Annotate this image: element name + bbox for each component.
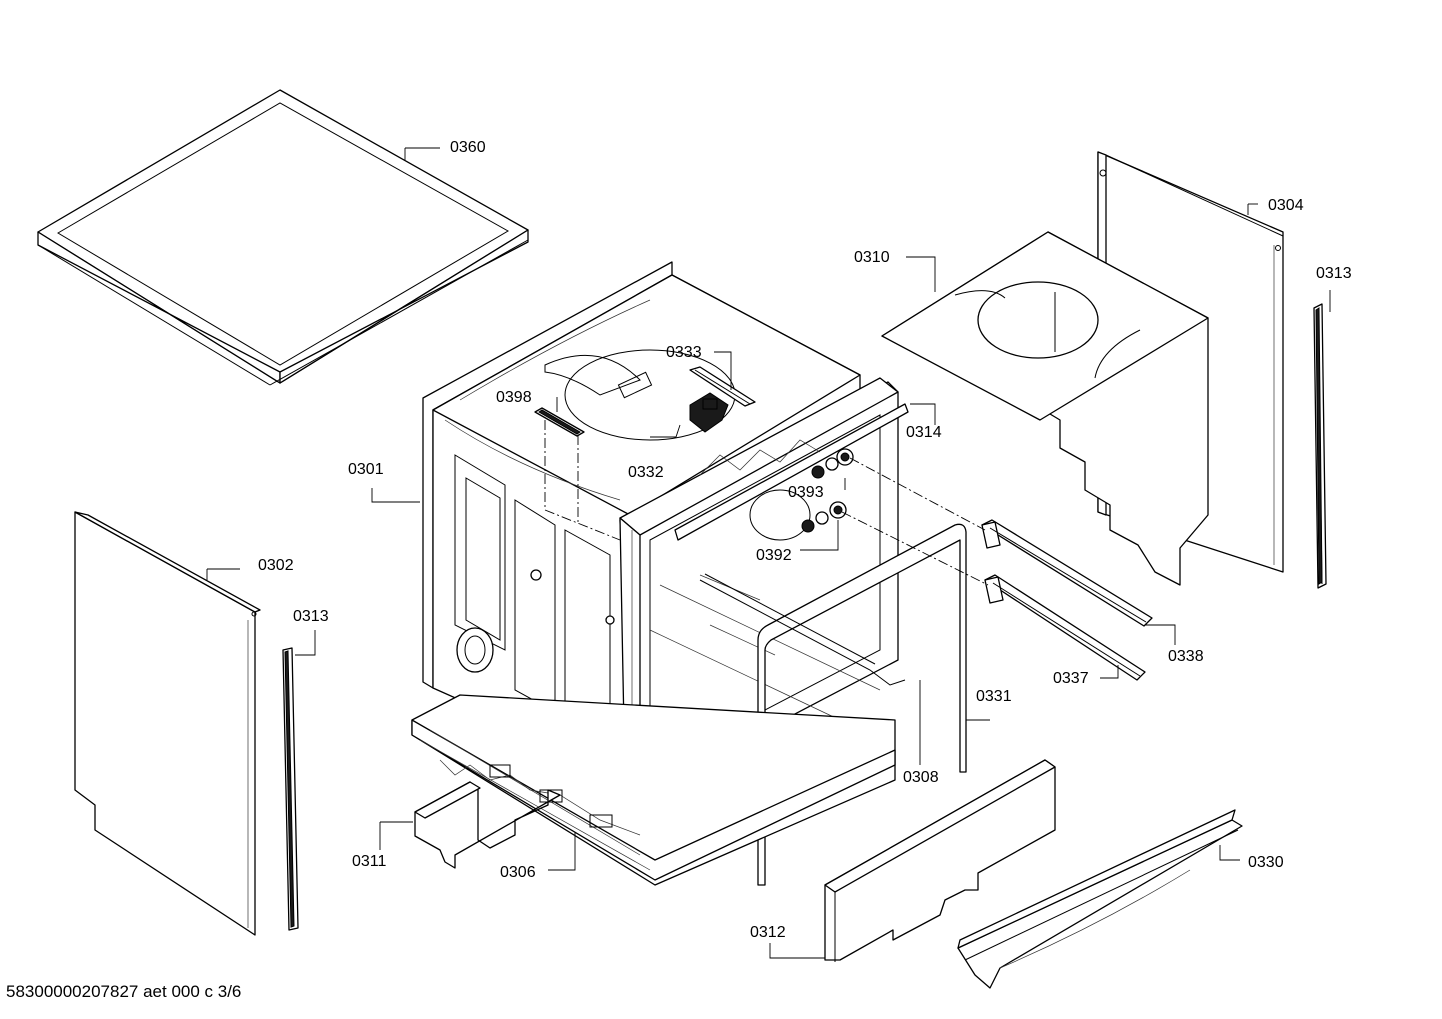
label-0360: 0360 xyxy=(450,139,486,156)
part-0330-kickplate xyxy=(957,809,1243,989)
label-0331: 0331 xyxy=(976,688,1012,705)
assembly-guide-lines xyxy=(544,420,989,586)
label-0333: 0333 xyxy=(666,344,702,361)
part-0393-fittings xyxy=(811,448,854,479)
label-0313-right: 0313 xyxy=(1316,265,1352,282)
label-0306: 0306 xyxy=(500,864,536,881)
part-0313-seal-left xyxy=(282,647,299,931)
part-0333-hinge-bracket xyxy=(689,366,756,407)
part-0310-insulation-mat xyxy=(881,231,1209,586)
part-0337-rail xyxy=(984,574,1146,681)
label-0302: 0302 xyxy=(258,557,294,574)
leader-lines xyxy=(206,147,1331,959)
part-0311-insulation-block xyxy=(414,781,561,869)
part-0332-lock xyxy=(689,392,729,433)
label-0338: 0338 xyxy=(1168,648,1204,665)
label-0332: 0332 xyxy=(628,464,664,481)
label-0308: 0308 xyxy=(903,769,939,786)
label-0398: 0398 xyxy=(496,389,532,406)
label-0337: 0337 xyxy=(1053,670,1089,687)
part-labels: 0360 0304 0313 0310 0333 0398 0314 0332 … xyxy=(258,139,1352,941)
label-0393: 0393 xyxy=(788,484,824,501)
part-0338-rail xyxy=(981,519,1153,627)
part-0398-handle-strip xyxy=(534,407,585,437)
part-0308-cable xyxy=(699,573,906,686)
part-0312-insulation-block xyxy=(824,759,1056,962)
label-0314: 0314 xyxy=(906,424,942,441)
drawing-reference-footer: 58300000207827 aet 000 c 3/6 xyxy=(6,982,241,1001)
label-0311: 0311 xyxy=(352,853,387,870)
part-0306-base xyxy=(411,694,896,886)
label-0313-left: 0313 xyxy=(293,608,329,625)
part-0313-seal-right xyxy=(1313,303,1327,589)
part-0360-worktop xyxy=(37,89,529,386)
label-0392: 0392 xyxy=(756,547,792,564)
label-0312: 0312 xyxy=(750,924,786,941)
label-0301: 0301 xyxy=(348,461,384,478)
part-0331-door-seal xyxy=(757,523,967,886)
label-0330: 0330 xyxy=(1248,854,1284,871)
label-0304: 0304 xyxy=(1268,197,1304,214)
part-0302-side-panel-left xyxy=(74,511,261,936)
label-0310: 0310 xyxy=(854,249,890,266)
part-0392-fittings xyxy=(801,501,847,533)
